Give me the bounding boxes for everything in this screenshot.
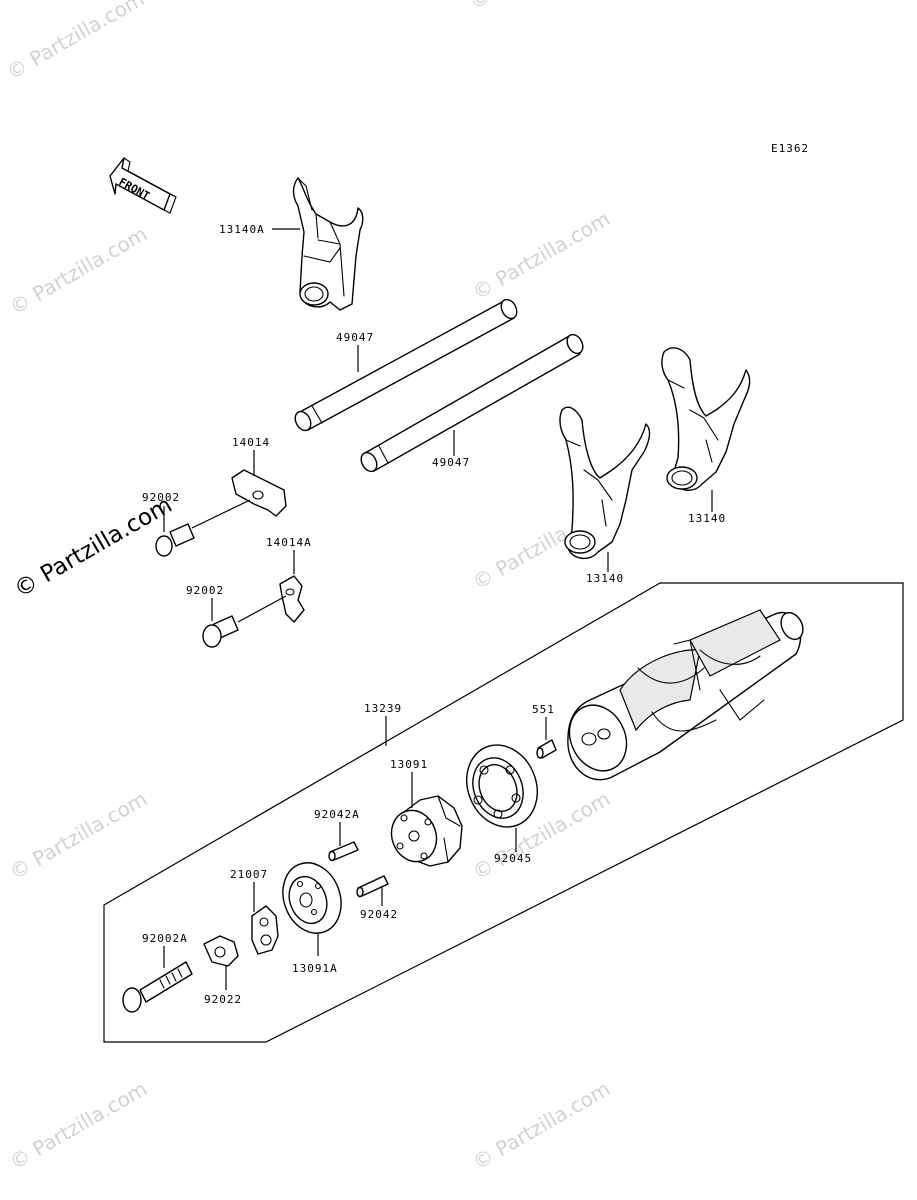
positioning-plate-14014 (231, 469, 287, 517)
front-arrow-icon: FRONT (109, 157, 177, 214)
watermark: © Partzilla.com (466, 0, 612, 14)
watermark: © Partzilla.com (3, 0, 149, 84)
diagram-code: E1362 (771, 142, 809, 155)
callout-13140-middle: 13140 (586, 572, 624, 585)
spacer-92022 (203, 935, 239, 967)
watermark-layer: © Partzilla.com © Partzilla.com © Partzi… (3, 0, 615, 1174)
positioning-plate-14014a (279, 575, 305, 623)
callout-49047-lower: 49047 (432, 456, 470, 469)
pin-551 (536, 739, 557, 759)
fork-shaft-upper (294, 298, 518, 432)
shift-fork-13140-right (661, 347, 751, 491)
bolt-92002a (122, 961, 193, 1013)
watermark: © Partzilla.com (469, 1076, 615, 1174)
ball-bearing-92045 (466, 744, 538, 828)
callout-49047-upper: 49047 (336, 331, 374, 344)
fork-shaft-lower (360, 333, 584, 473)
callout-13140a: 13140A (219, 223, 265, 236)
pulser-lever-21007 (251, 905, 279, 955)
shift-fork-13140-middle (559, 406, 651, 559)
callout-92002-upper: 92002 (142, 491, 180, 504)
callout-92042: 92042 (360, 908, 398, 921)
pin-plate-13091a (282, 862, 342, 934)
callout-92002-lower: 92002 (186, 584, 224, 597)
watermark: © Partzilla.com (469, 206, 615, 304)
callout-21007: 21007 (230, 868, 268, 881)
callout-13091: 13091 (390, 758, 428, 771)
callout-14014a: 14014A (266, 536, 312, 549)
pin-92042a (328, 841, 359, 862)
drum-assembly-outline (103, 582, 904, 1043)
callout-92022: 92022 (204, 993, 242, 1006)
shift-drum (567, 609, 804, 781)
watermark: © Partzilla.com (6, 1076, 152, 1174)
bolt-92002-upper (155, 499, 251, 557)
callout-14014: 14014 (232, 436, 270, 449)
callout-92042a: 92042A (314, 808, 360, 821)
callout-92045: 92045 (494, 852, 532, 865)
pin-holder-13091 (390, 795, 463, 867)
callout-13140-right: 13140 (688, 512, 726, 525)
callout-92002a: 92002A (142, 932, 188, 945)
pin-92042 (356, 875, 389, 898)
callout-551: 551 (532, 703, 555, 716)
callout-13091a: 13091A (292, 962, 338, 975)
bolt-92002-lower (202, 595, 287, 648)
watermark-prominent: © Partzilla.com (10, 492, 177, 603)
shift-fork-13140a (292, 177, 364, 311)
watermark: © Partzilla.com (6, 786, 152, 884)
callout-13239: 13239 (364, 702, 402, 715)
watermark: © Partzilla.com (6, 221, 152, 319)
